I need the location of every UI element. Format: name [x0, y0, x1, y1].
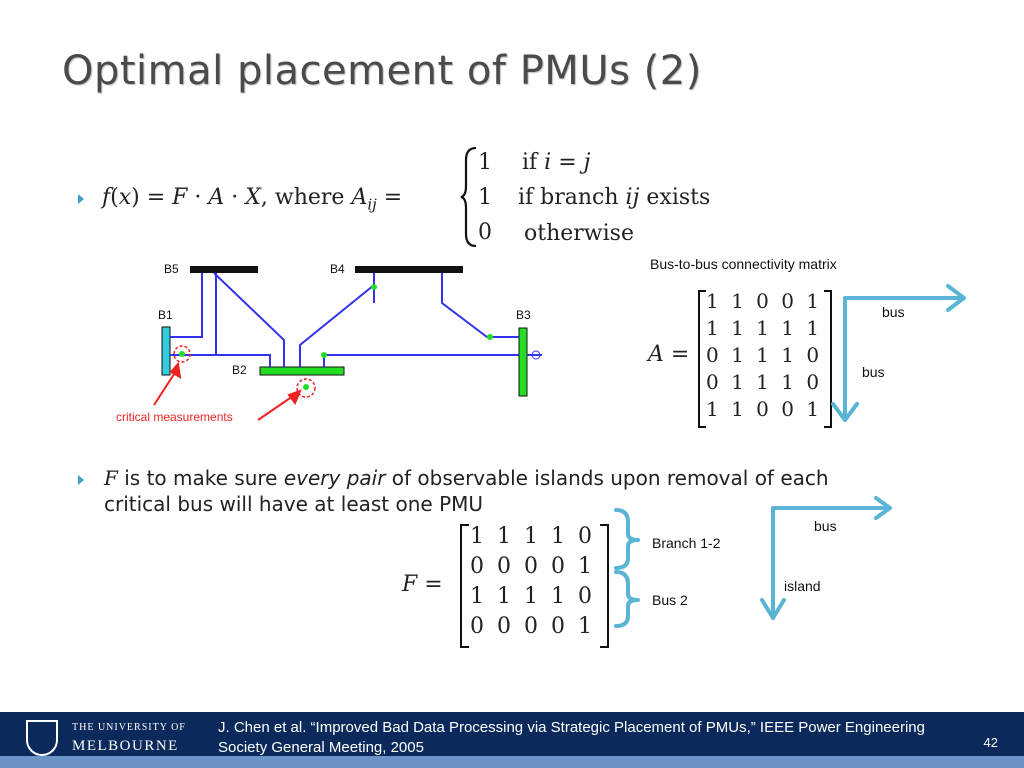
- case-2-value: 1: [478, 185, 492, 210]
- matrix-f-row: 1 1 1 1 0: [470, 584, 592, 609]
- matrix-a-left-bracket: [698, 290, 706, 428]
- university-name-line2: MELBOURNE: [72, 738, 179, 754]
- matrix-f-lhs: 𝐹 =: [402, 572, 443, 597]
- university-crest-icon: [26, 720, 58, 756]
- matrix-a-row: 1 1 0 0 1: [706, 289, 820, 313]
- case-3-value: 0: [478, 220, 492, 245]
- case-1-value: 1: [478, 150, 492, 175]
- matrix-a-col-label: bus: [882, 304, 905, 320]
- university-name-line1: THE UNIVERSITY OF: [72, 722, 186, 733]
- matrix-f-row: 0 0 0 0 1: [470, 554, 592, 579]
- matrix-f-row-label: island: [784, 578, 821, 594]
- matrix-f-row: 1 1 1 1 0: [470, 524, 592, 549]
- matrix-a-row: 0 1 1 1 0: [706, 343, 820, 367]
- case-3-condition: otherwise: [524, 221, 634, 246]
- bus-b5-bar: [190, 266, 258, 273]
- cases-brace-icon: [460, 146, 477, 248]
- matrix-a-row: 1 1 1 1 1: [706, 316, 820, 340]
- matrix-a-row-label: bus: [862, 364, 885, 380]
- bus-b4-bar: [355, 266, 463, 273]
- matrix-a-arrows-icon: [831, 284, 966, 422]
- reference-citation: J. Chen et al. “Improved Bad Data Proces…: [218, 719, 925, 756]
- bus-label-b3: B3: [516, 308, 531, 322]
- bus-b1-bar: [161, 326, 171, 376]
- slide-title: Optimal placement of PMUs (2): [62, 48, 702, 94]
- matrix-f-braces-icon: [614, 508, 640, 628]
- case-2-condition: if branch 𝑖𝑗 exists: [518, 185, 711, 210]
- matrix-a-row: 0 1 1 1 0: [706, 370, 820, 394]
- formula-subscript: 𝑖𝑗: [367, 195, 377, 214]
- matrix-f-arrows-icon: [760, 496, 892, 620]
- matrix-a-caption: Bus-to-bus connectivity matrix: [650, 256, 837, 272]
- bullet-arrow-icon: [78, 475, 84, 485]
- bus-label-b2: B2: [232, 363, 247, 377]
- matrix-a-row: 1 1 0 0 1: [706, 397, 820, 421]
- bus-label-b4: B4: [330, 262, 345, 276]
- bus-label-b1: B1: [158, 308, 173, 322]
- page-number: 42: [983, 735, 998, 750]
- case-1-condition: if 𝑖 = 𝑗: [522, 150, 591, 175]
- formula-equals: =: [383, 185, 403, 210]
- bullet2-text-before: is to make sure: [117, 466, 284, 490]
- matrix-a-right-bracket: [824, 290, 832, 428]
- bullet2-line2: critical bus will have at least one PMU: [104, 492, 484, 516]
- bus-b2-bar: [259, 366, 345, 376]
- bus-2-label: Bus 2: [652, 592, 688, 608]
- power-system-diagram: [112, 255, 552, 430]
- bullet-arrow-icon: [78, 194, 84, 204]
- matrix-a-body: 1 1 0 0 1 1 1 1 1 1 0 1 1 1 0 0 1 1 1 0 …: [706, 288, 819, 423]
- bullet2-emphasis: every pair: [283, 466, 386, 490]
- objective-formula: 𝑓(𝑥) = 𝐹 · 𝐴 · 𝑋, where 𝐴𝑖𝑗 =: [102, 185, 402, 213]
- critical-measurements-label: critical measurements: [116, 410, 233, 424]
- bus-b3-bar: [518, 327, 528, 397]
- branch-label: Branch 1-2: [652, 535, 721, 551]
- bullet2-text-after: of observable islands upon removal of ea…: [385, 466, 829, 490]
- matrix-f-col-label: bus: [814, 518, 837, 534]
- bullet2-line1: 𝐹 is to make sure every pair of observab…: [104, 466, 829, 490]
- matrix-f-row: 0 0 0 0 1: [470, 614, 592, 639]
- formula-text: 𝑓(𝑥) = 𝐹 · 𝐴 · 𝑋, where 𝐴: [102, 185, 368, 210]
- matrix-f-right-bracket: [600, 524, 609, 648]
- footer-strip: [0, 756, 1024, 768]
- bullet2-symbol: 𝐹: [104, 466, 118, 490]
- matrix-a-lhs: 𝐴 =: [648, 342, 690, 367]
- bus-label-b5: B5: [164, 262, 179, 276]
- matrix-f-left-bracket: [460, 524, 469, 648]
- matrix-f-body: 1 1 1 1 0 0 0 0 0 1 1 1 1 1 0 0 0 0 0 1: [470, 522, 592, 642]
